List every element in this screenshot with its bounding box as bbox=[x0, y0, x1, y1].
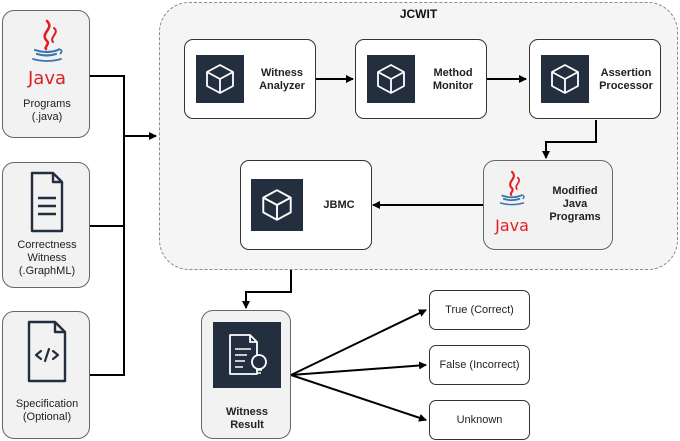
assertion-processor-box: Assertion Processor bbox=[529, 39, 661, 119]
assertion-processor-label: Assertion Processor bbox=[599, 67, 653, 92]
witness-analyzer-label: Witness Analyzer bbox=[259, 67, 305, 92]
programs-label: Programs (.java) bbox=[23, 98, 71, 123]
java-wordmark: Java bbox=[495, 216, 529, 235]
cube-icon bbox=[377, 64, 405, 94]
jcwit-title: JCWIT bbox=[399, 7, 438, 21]
result-to-false-arrow bbox=[290, 361, 427, 376]
java-logo-icon bbox=[499, 170, 525, 206]
cube-icon bbox=[551, 64, 579, 94]
jbmc-label: JBMC bbox=[323, 199, 355, 211]
spec-input-card: Specification (Optional) bbox=[2, 311, 90, 439]
result-to-unknown-arrow bbox=[290, 374, 427, 422]
spec-label: Specification (Optional) bbox=[15, 398, 79, 423]
witness-input-card: Correctness Witness (.GraphML) bbox=[2, 162, 90, 288]
assertion-processor-cube bbox=[541, 55, 589, 103]
result-unknown: Unknown bbox=[429, 400, 530, 440]
report-lightbulb-icon bbox=[229, 334, 267, 375]
jcwit-to-result-arrow bbox=[242, 270, 292, 309]
code-file-icon bbox=[27, 320, 67, 383]
java-wordmark: Java bbox=[27, 68, 67, 89]
jbmc-box: JBMC bbox=[240, 160, 372, 250]
result-true: True (Correct) bbox=[429, 290, 530, 330]
witness-result-icon-box bbox=[213, 322, 281, 388]
method-monitor-cube bbox=[367, 55, 415, 103]
modified-programs-label: Modified Java Programs bbox=[549, 185, 601, 223]
document-icon bbox=[30, 171, 64, 233]
witness-result-box: Witness Result bbox=[201, 310, 291, 439]
cube-icon bbox=[262, 189, 292, 221]
witness-analyzer-cube bbox=[196, 55, 244, 103]
witness-result-label: Witness Result bbox=[225, 406, 269, 431]
result-false: False (Incorrect) bbox=[429, 345, 530, 385]
java-logo-icon bbox=[32, 19, 63, 62]
jbmc-cube bbox=[251, 179, 303, 231]
witness-label: Correctness Witness (.GraphML) bbox=[17, 239, 77, 277]
method-monitor-box: Method Monitor bbox=[355, 39, 487, 119]
modified-programs-box: Java Modified Java Programs bbox=[483, 160, 613, 250]
processor-to-modified-arrow bbox=[542, 120, 597, 159]
method-monitor-label: Method Monitor bbox=[432, 67, 474, 92]
witness-analyzer-box: Witness Analyzer bbox=[184, 39, 316, 119]
programs-input-card: Java Programs (.java) bbox=[2, 10, 90, 138]
cube-icon bbox=[206, 64, 234, 94]
result-to-true-arrow bbox=[290, 309, 427, 376]
